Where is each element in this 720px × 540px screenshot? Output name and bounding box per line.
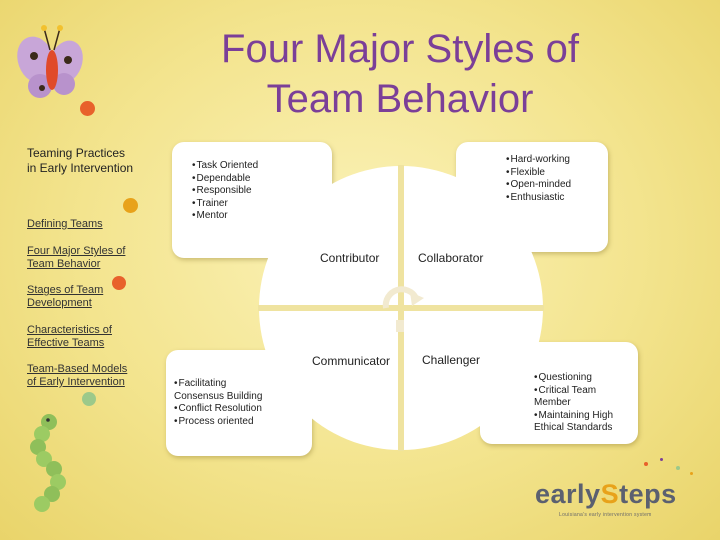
sparkle-dot <box>644 462 648 466</box>
caterpillar-icon <box>30 414 66 512</box>
orange-dot <box>123 198 138 213</box>
communicator-label: Communicator <box>312 354 391 368</box>
sidebar-heading: Teaming Practices in Early Intervention <box>27 146 134 175</box>
sidebar-link-four-major-styles[interactable]: Four Major Styles of Team Behavior <box>27 245 126 270</box>
sidebar-link-defining-teams[interactable]: Defining Teams <box>27 218 103 230</box>
challenger-label: Challenger <box>422 353 481 367</box>
trait-item: Process oriented <box>174 416 278 429</box>
trait-item: Open-minded <box>506 179 572 192</box>
orange-dot <box>80 101 95 116</box>
trait-item: Trainer <box>192 198 258 211</box>
sparkle-dot <box>690 472 693 475</box>
sparkle-dot <box>660 458 663 461</box>
trait-item: Hard-working <box>506 154 571 167</box>
styles-circle <box>258 165 544 451</box>
contributor-label: Contributor <box>320 251 380 265</box>
trait-item: Dependable <box>192 173 258 186</box>
butterfly-icon <box>17 25 83 98</box>
trait-item: Questioning <box>534 372 624 385</box>
title-line-1: Four Major Styles of <box>221 27 579 71</box>
title-line-2: Team Behavior <box>266 77 534 121</box>
trait-item: Facilitating Consensus Building <box>174 378 278 403</box>
logo-tagline: Louisiana's early intervention system <box>559 512 652 518</box>
trait-item: Critical Team Member <box>534 385 624 410</box>
sidebar-link-team-based-models[interactable]: Team-Based Models of Early Intervention <box>27 363 128 388</box>
page-title: Four Major Styles of Team Behavior <box>180 24 620 124</box>
trait-item: Responsible <box>192 185 258 198</box>
collaborator-label: Collaborator <box>418 251 484 265</box>
sparkle-dot <box>676 466 680 470</box>
logo-s-mark: S <box>600 479 620 509</box>
earlysteps-logo: earlySteps Louisiana's early interventio… <box>535 478 695 522</box>
trait-item: Enthusiastic <box>506 192 571 205</box>
trait-item: Conflict Resolution <box>174 403 278 416</box>
green-dot <box>82 392 96 406</box>
trait-item: Maintaining High Ethical Standards <box>534 410 624 435</box>
cycle-arrow-icon <box>382 286 424 332</box>
trait-item: Task Oriented <box>192 160 259 173</box>
sidebar-link-characteristics[interactable]: Characteristics of Effective Teams <box>27 324 112 349</box>
trait-item: Flexible <box>506 167 571 180</box>
logo-text-early: early <box>535 479 601 509</box>
trait-item: Mentor <box>192 210 258 223</box>
sidebar-link-stages-of-team-development[interactable]: Stages of Team Development <box>27 284 104 309</box>
orange-dot <box>112 276 126 290</box>
logo-text-teps: teps <box>619 479 677 509</box>
